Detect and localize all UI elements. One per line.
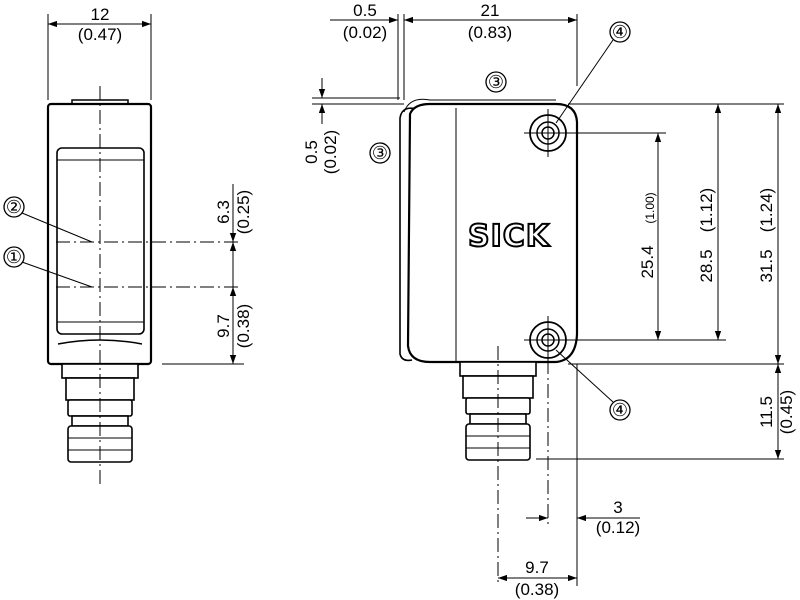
dim-front-bottom-offset-inch: (0.38) [234, 304, 253, 348]
dim-total-height-inch: (1.24) [757, 188, 776, 232]
dim-hole-to-top-value: 28.5 [697, 249, 716, 282]
dim-side-small-height-inch: (0.02) [321, 130, 340, 174]
dim-hole-spacing-inch: (1.00) [643, 192, 657, 223]
callout-2: ② [3, 196, 93, 243]
dim-side-small-height-value: 0.5 [302, 140, 321, 164]
svg-text:④: ④ [612, 22, 628, 42]
svg-text:③: ③ [372, 143, 388, 163]
front-connector [61, 363, 139, 463]
side-housing [406, 102, 579, 364]
sick-logo: SICK [468, 219, 551, 254]
dim-hole-to-top-inch: (1.12) [697, 188, 716, 232]
dim-connector-height-value: 11.5 [757, 396, 776, 428]
callout-3-top: ③ [485, 71, 507, 93]
dim-side-width-value: 21 [481, 1, 500, 20]
svg-text:①: ① [6, 247, 22, 267]
dim-front-width-value: 12 [91, 5, 110, 24]
dim-front-width-inch: (0.47) [78, 25, 122, 44]
svg-text:④: ④ [612, 400, 628, 420]
mounting-hole-top [524, 109, 572, 157]
dim-connector-height-inch: (0.45) [777, 390, 796, 434]
callout-3-left: ③ [369, 142, 391, 164]
callout-4-bottom: ④ [555, 349, 631, 421]
dim-side-width-inch: (0.83) [468, 23, 512, 42]
side-view: SICK [302, 1, 796, 599]
dim-front-bottom-offset-value: 9.7 [214, 314, 233, 338]
callout-4-top: ④ [555, 21, 631, 124]
dim-front-top-offset-value: 6.3 [214, 200, 233, 224]
dim-hole-offset-value: 3 [613, 498, 622, 517]
dim-hole-offset-inch: (0.12) [596, 518, 640, 537]
dim-connector-offset-value: 9.7 [525, 558, 549, 577]
dim-front-top-offset-inch: (0.25) [234, 190, 253, 234]
svg-text:③: ③ [488, 72, 504, 92]
dim-side-small-width-inch: (0.02) [343, 23, 387, 42]
dim-total-height-value: 31.5 [757, 249, 776, 282]
dim-connector-offset-inch: (0.38) [515, 580, 559, 599]
dim-side-small-width-value: 0.5 [353, 1, 377, 20]
svg-text:②: ② [6, 197, 22, 217]
mounting-hole-bottom [524, 316, 572, 364]
dim-hole-spacing-value: 25.4 [638, 245, 657, 278]
front-view: 12 (0.47) 6.3 (0.25) 9.7 (0.38) ② ① [3, 5, 253, 488]
callout-1: ① [3, 246, 93, 288]
